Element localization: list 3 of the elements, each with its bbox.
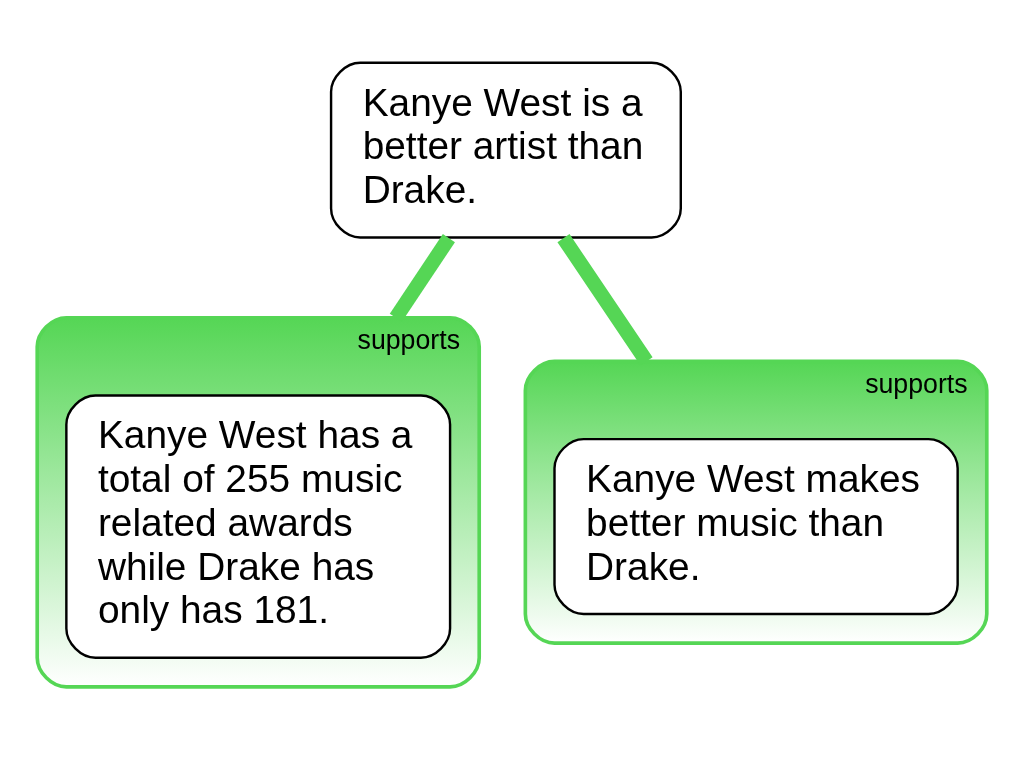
node-box: Kanye West makes better music than Drake. [553, 437, 959, 615]
node-box: Kanye West is a better artist than Drake. [329, 61, 682, 239]
node-box: Kanye West has a total of 255 music related awards while Drake has only has 181. [65, 393, 452, 659]
